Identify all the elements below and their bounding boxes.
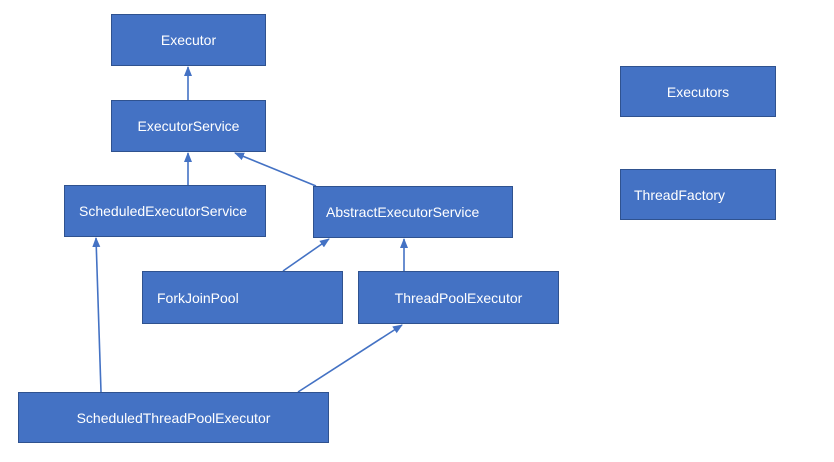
edge-abstractexecutorservice-to-executorservice [234,152,317,187]
node-abstract-executor-service-label: AbstractExecutorService [326,204,480,220]
node-executor-service[interactable]: ExecutorService [111,100,266,152]
node-scheduled-executor-service[interactable]: ScheduledExecutorService [64,185,266,237]
edge-scheduledthreadpoolexecutor-to-scheduledexecutorservice [92,237,102,393]
node-executor-label: Executor [160,32,217,48]
node-fork-join-pool-label: ForkJoinPool [157,289,239,306]
node-scheduled-thread-pool-executor[interactable]: ScheduledThreadPoolExecutor [18,392,329,443]
node-fork-join-pool[interactable]: ForkJoinPool [142,271,343,324]
node-executors[interactable]: Executors [620,66,776,117]
node-thread-pool-executor-label: ThreadPoolExecutor [394,289,523,306]
node-executor-service-label: ExecutorService [137,118,240,134]
node-thread-factory[interactable]: ThreadFactory [620,169,776,220]
node-thread-pool-executor[interactable]: ThreadPoolExecutor [358,271,559,324]
node-scheduled-executor-service-label: ScheduledExecutorService [79,203,248,219]
edge-forkjoinpool-to-abstractexecutorservice [282,238,330,272]
node-executors-label: Executors [666,83,730,100]
node-scheduled-thread-pool-executor-label: ScheduledThreadPoolExecutor [76,409,271,426]
edge-scheduledthreadpoolexecutor-to-threadpoolexecutor [297,324,403,393]
node-abstract-executor-service[interactable]: AbstractExecutorService [313,186,513,238]
node-executor[interactable]: Executor [111,14,266,66]
node-thread-factory-label: ThreadFactory [634,186,726,203]
